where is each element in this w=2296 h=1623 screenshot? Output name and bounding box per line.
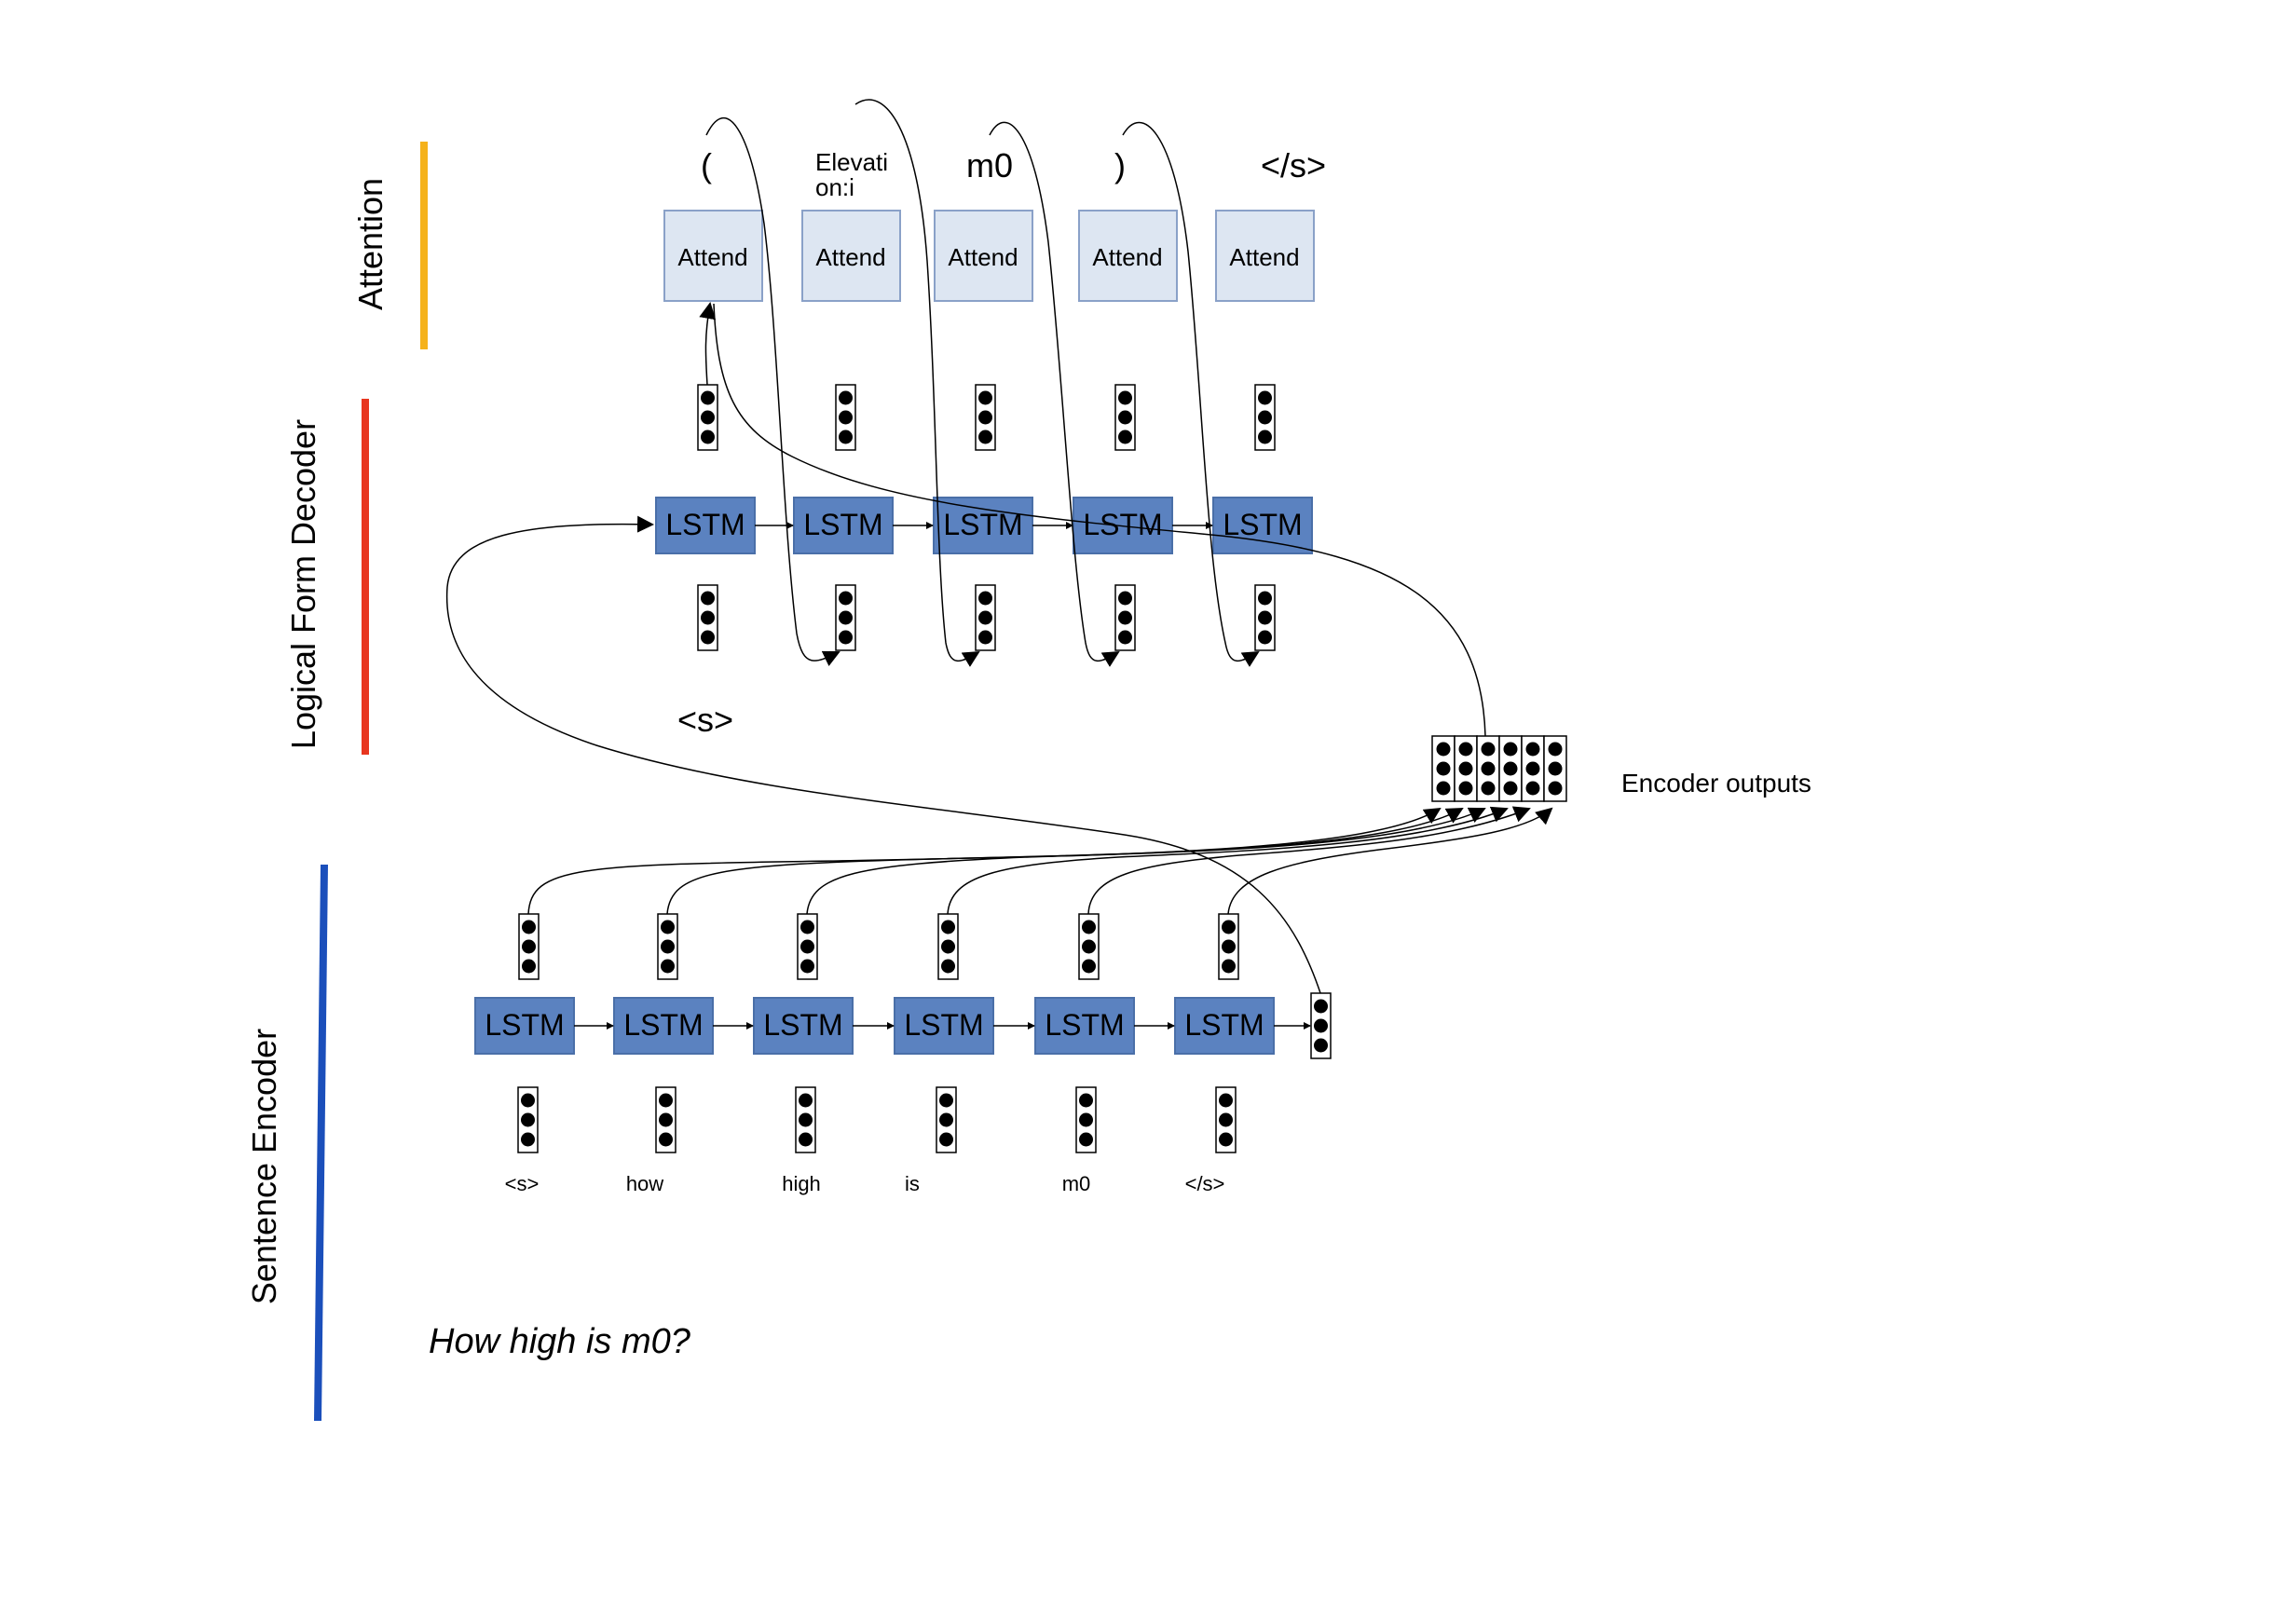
encoder-section-label: Sentence Encoder xyxy=(245,1029,283,1304)
attend-box: Attend xyxy=(934,210,1033,302)
vector xyxy=(936,1086,957,1153)
vector xyxy=(1254,584,1276,651)
encoder-outputs-to-attend-arrow xyxy=(713,303,1486,737)
encoder-outputs-block xyxy=(1431,735,1567,802)
attend-box: Attend xyxy=(801,210,901,302)
encoder-hidden-vectors xyxy=(518,913,1239,980)
encoder-section-bar xyxy=(314,864,328,1422)
lstm-label: LSTM xyxy=(904,1008,983,1042)
encoder-final-to-decoder-arrow xyxy=(445,515,1324,1002)
vector xyxy=(1075,1086,1097,1153)
vector xyxy=(657,913,678,980)
lstm-label: LSTM xyxy=(1184,1008,1264,1042)
encoder-lstm: LSTM xyxy=(1174,997,1275,1055)
input-token-end: </s> xyxy=(1185,1172,1225,1195)
vector xyxy=(835,384,856,451)
attend-box: Attend xyxy=(1078,210,1178,302)
vector xyxy=(975,384,996,451)
vector xyxy=(1476,735,1500,802)
encoder-outputs-label: Encoder outputs xyxy=(1621,769,1811,798)
encoder-lstm: LSTM xyxy=(753,997,854,1055)
vector xyxy=(937,913,959,980)
attend-label: Attend xyxy=(815,243,885,271)
vector xyxy=(795,1086,816,1153)
encoder-lstm: LSTM xyxy=(474,997,575,1055)
vector xyxy=(1215,1086,1237,1153)
lstm-label: LSTM xyxy=(803,508,882,541)
vector xyxy=(1114,384,1136,451)
output-token-elevation-line2: on:i xyxy=(815,173,854,201)
lstm-label: LSTM xyxy=(1223,508,1302,541)
input-token-high: high xyxy=(782,1172,821,1195)
input-token-m0: m0 xyxy=(1062,1172,1091,1195)
vector xyxy=(835,584,856,651)
decoder-lstm: LSTM xyxy=(933,497,1033,554)
vector xyxy=(517,1086,539,1153)
decoder-lstm: LSTM xyxy=(655,497,756,554)
output-token-elevation-line1: Elevati xyxy=(815,148,888,176)
vector xyxy=(697,384,718,451)
encoder-input-vectors xyxy=(517,1086,1237,1153)
vector xyxy=(1078,913,1100,980)
vector xyxy=(655,1086,676,1153)
vector xyxy=(1543,735,1567,802)
vector xyxy=(1114,584,1136,651)
attend-box: Attend xyxy=(663,210,763,302)
decoder-hidden-vectors xyxy=(697,384,1276,451)
output-feedback-arrows xyxy=(705,99,1260,667)
lstm-label: LSTM xyxy=(623,1008,703,1042)
lstm-label: LSTM xyxy=(485,1008,564,1042)
decoder-section-label: Logical Form Decoder xyxy=(284,419,322,749)
vector xyxy=(797,913,818,980)
decoder-start-token: <s> xyxy=(677,701,733,739)
encoder-lstm: LSTM xyxy=(894,997,994,1055)
vector xyxy=(1218,913,1239,980)
attend-label: Attend xyxy=(1229,243,1299,271)
input-token-how: how xyxy=(626,1172,663,1195)
lstm-label: LSTM xyxy=(1083,508,1162,541)
vector xyxy=(697,584,718,651)
output-token-end: </s> xyxy=(1261,146,1326,184)
input-token-is: is xyxy=(905,1172,920,1195)
encoder-to-outputs-arrows xyxy=(527,806,1553,915)
attend-label: Attend xyxy=(948,243,1018,271)
decoder-input-vectors xyxy=(697,584,1276,651)
decoder-lstm: LSTM xyxy=(793,497,894,554)
output-token-m0: m0 xyxy=(966,146,1013,184)
output-token-open-paren: ( xyxy=(701,146,712,184)
decoder-lstm: LSTM xyxy=(1212,497,1313,554)
attend-box: Attend xyxy=(1215,210,1315,302)
attention-section-label: Attention xyxy=(351,178,390,310)
attend-label: Attend xyxy=(677,243,747,271)
encoder-lstm: LSTM xyxy=(1034,997,1135,1055)
input-sentence: How high is m0? xyxy=(429,1322,691,1361)
vector xyxy=(1431,735,1456,802)
vector xyxy=(1254,384,1276,451)
encoder-final-state-vector xyxy=(1310,992,1332,1059)
vector xyxy=(1498,735,1523,802)
vector xyxy=(518,913,540,980)
hidden-to-attend-arrow xyxy=(699,302,717,386)
encoder-lstm: LSTM xyxy=(613,997,714,1055)
attend-label: Attend xyxy=(1092,243,1162,271)
input-token-start: <s> xyxy=(505,1172,540,1195)
vector xyxy=(975,584,996,651)
lstm-label: LSTM xyxy=(1045,1008,1124,1042)
lstm-label: LSTM xyxy=(665,508,745,541)
lstm-label: LSTM xyxy=(763,1008,842,1042)
vector xyxy=(1521,735,1545,802)
output-token-close-paren: ) xyxy=(1114,146,1126,184)
vector xyxy=(1454,735,1478,802)
